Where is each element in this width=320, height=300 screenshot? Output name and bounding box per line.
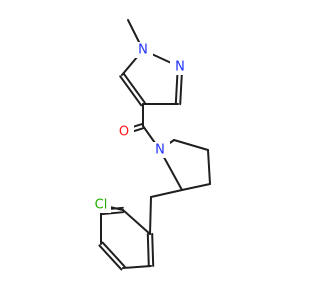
bond-a1-a2 — [173, 139, 209, 151]
atom-label-npyr-background — [150, 142, 170, 158]
bond-ar4-ar5 — [122, 265, 152, 269]
bond-ar5-ar6-a — [151, 232, 155, 267]
bond-ar1-ar2-b — [100, 211, 125, 216]
atom-label-n2: N — [175, 60, 185, 75]
bond-a3-a4 — [181, 183, 211, 191]
bond-a2-a3 — [207, 149, 211, 185]
atom-label-n1: N — [138, 43, 148, 58]
atom-label-n2-background — [170, 59, 190, 75]
molecule-diagram: N N O N Cl — [91, 19, 211, 271]
atom-label-npyr: N — [155, 143, 165, 158]
bond-ar5-ar6-b — [146, 233, 150, 268]
bond-c4-c5-a — [122, 72, 146, 104]
bond-ch2-ar6 — [149, 196, 152, 235]
bond-ar6-ar1 — [122, 209, 151, 235]
bond-ar3-ar4-a — [98, 244, 123, 271]
atom-label-n1-background — [133, 42, 153, 58]
atom-label-chlorine-background — [91, 197, 111, 213]
bond-ar3-ar4-b — [101, 241, 126, 268]
atom-label-layer: N N O N Cl — [91, 42, 190, 213]
bond-a4-ch2 — [150, 189, 183, 198]
atom-label-chlorine: Cl — [95, 198, 108, 213]
bond-c4-c5-b — [119, 75, 143, 107]
molecule-structure-svg: N N O N Cl — [91, 19, 211, 271]
atom-label-oxygen: O — [119, 125, 129, 140]
atom-label-oxygen-background — [114, 124, 134, 140]
